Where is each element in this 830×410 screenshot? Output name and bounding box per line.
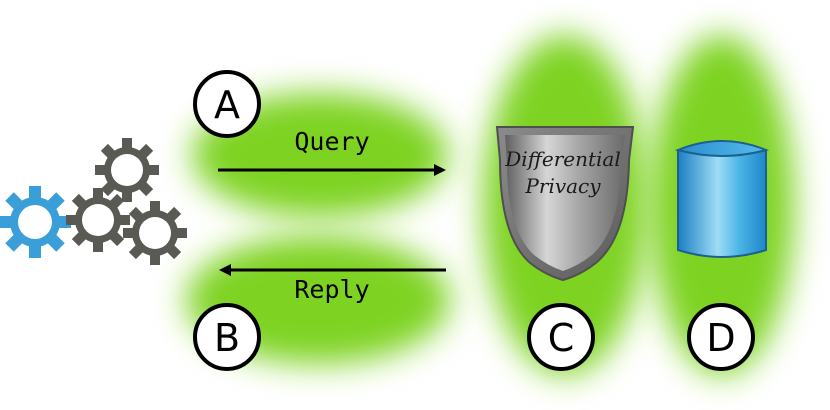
- badge-c-label: C: [548, 316, 575, 360]
- badge-d: D: [687, 303, 755, 371]
- badge-b-label: B: [214, 316, 240, 360]
- badge-c: C: [527, 303, 595, 371]
- gear-gray-top-icon: [95, 138, 159, 202]
- reply-label: Reply: [294, 275, 369, 304]
- shield-line2: Privacy: [524, 174, 601, 198]
- badge-d-label: D: [706, 316, 735, 360]
- gears-icon: [0, 138, 187, 265]
- query-arrow: [218, 164, 446, 176]
- query-label: Query: [294, 127, 369, 156]
- shield-line1: Differential: [504, 147, 620, 171]
- gear-blue-icon: [0, 186, 71, 258]
- gear-gray-right-icon: [123, 201, 187, 265]
- shield-icon: Differential Privacy: [495, 126, 635, 282]
- reply-arrow: [219, 264, 446, 276]
- badge-a-label: A: [214, 83, 240, 127]
- badge-a: A: [193, 70, 261, 138]
- badge-b: B: [193, 303, 261, 371]
- query-glow: [192, 93, 448, 217]
- gear-gray-middle-icon: [66, 188, 130, 252]
- database-cylinder-icon: [674, 140, 770, 258]
